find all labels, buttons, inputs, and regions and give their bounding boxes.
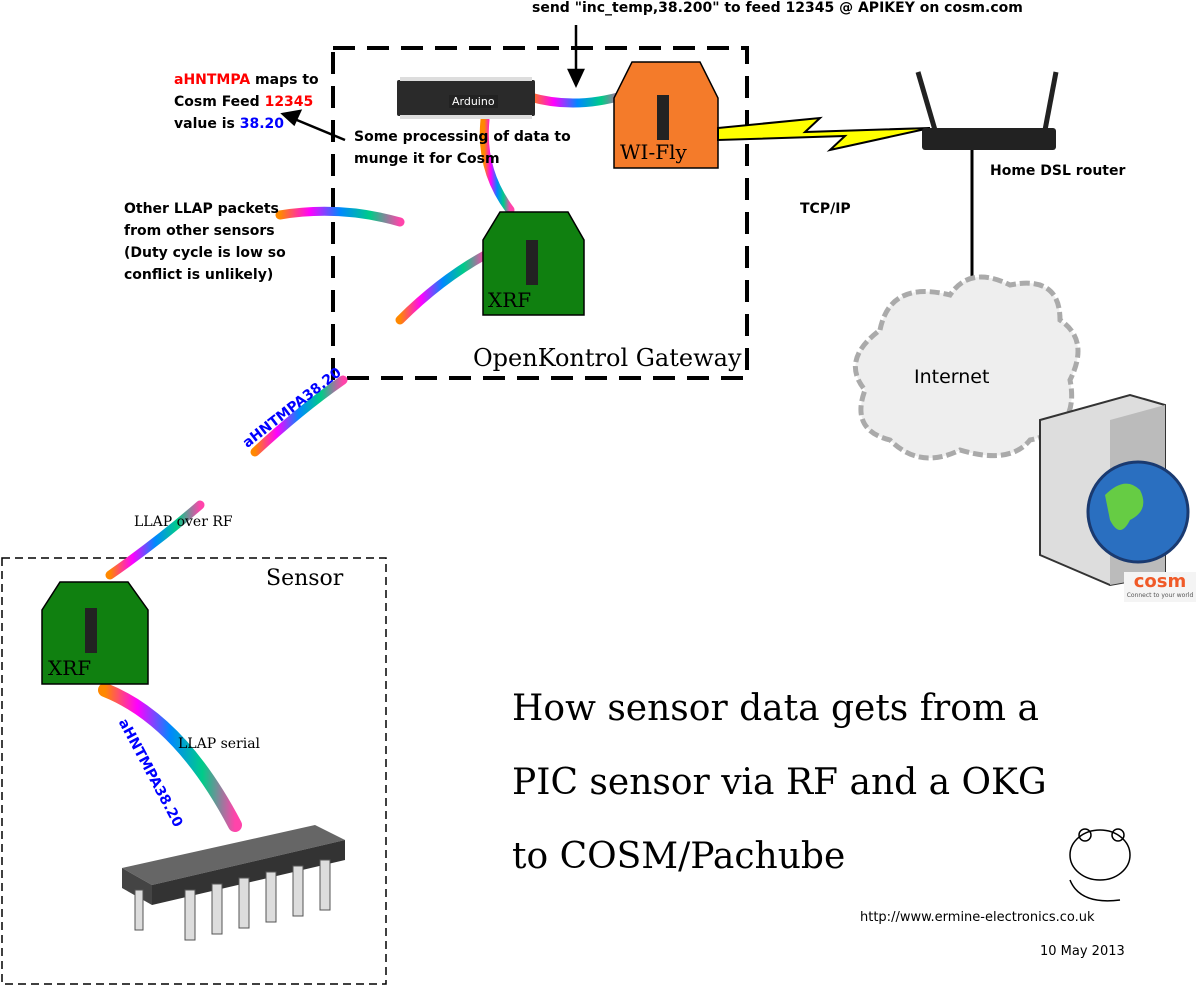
top-note: send "inc_temp,38.200" to feed 12345 @ A…: [532, 0, 1023, 16]
pic-chip: [122, 825, 345, 941]
cable-xrf-out: [395, 250, 490, 325]
website-url: http://www.ermine-electronics.co.uk: [860, 910, 1095, 925]
note-line: (Duty cycle is low so: [124, 245, 286, 261]
date: 10 May 2013: [1040, 944, 1125, 959]
llap-rf-label: LLAP over RF: [134, 514, 233, 530]
tcpip-label: TCP/IP: [800, 201, 851, 217]
cable-rf-packet: [250, 375, 348, 457]
note-line: Some processing of data to: [354, 129, 571, 145]
feed-id: 12345: [264, 94, 314, 110]
diagram-title: How sensor data gets from a PIC sensor v…: [512, 672, 1047, 894]
ermine-logo: [1069, 828, 1131, 902]
gateway-boundary: [331, 46, 749, 380]
mapping-note: aHNTMPA maps to Cosm Feed 12345 value is…: [174, 69, 319, 135]
router-icon: [915, 71, 1059, 150]
title-line: How sensor data gets from a: [512, 688, 1039, 729]
cable-other-packets: [275, 206, 405, 227]
router-label: Home DSL router: [990, 163, 1126, 179]
processing-note: Some processing of data to munge it for …: [354, 126, 571, 170]
value: 38.20: [239, 116, 285, 132]
wireless-link-icon: [717, 116, 931, 152]
other-packets-note: Other LLAP packets from other sensors (D…: [124, 198, 286, 286]
gateway-xrf-label: XRF: [488, 288, 532, 312]
title-line: to COSM/Pachube: [512, 836, 846, 877]
arduino-label: Arduino: [449, 95, 498, 108]
cable-arduino-xrf: [479, 115, 515, 215]
llap-serial-label: LLAP serial: [178, 736, 261, 752]
internet-cloud: [853, 274, 1081, 461]
mapping-text: maps to: [250, 72, 319, 88]
title-line: PIC sensor via RF and a OKG: [512, 762, 1047, 803]
mapping-text: Cosm Feed: [174, 94, 265, 110]
cosm-logo-tagline: Connect to your world: [1126, 592, 1194, 599]
cable-arduino-wifly: [525, 90, 630, 108]
sensor-label: Sensor: [266, 566, 344, 591]
note-line: munge it for Cosm: [354, 151, 500, 167]
gateway-label: OpenKontrol Gateway: [473, 344, 742, 372]
sensor-xrf-label: XRF: [48, 656, 92, 680]
note-line: from other sensors: [124, 223, 275, 239]
packet-code: aHNTMPA: [174, 72, 251, 88]
wifly-label: WI-Fly: [620, 140, 687, 164]
internet-label: Internet: [914, 366, 990, 388]
cable-llap-serial: [98, 683, 242, 832]
note-line: Other LLAP packets: [124, 201, 279, 217]
cosm-logo: cosm Connect to your world: [1124, 572, 1196, 602]
mapping-text: value is: [174, 116, 240, 132]
sensor-boundary: [1, 557, 387, 985]
server-icon: [1039, 393, 1190, 587]
cable-llap-rf: [105, 500, 205, 580]
note-line: conflict is unlikely): [124, 267, 274, 283]
cosm-logo-name: cosm: [1133, 571, 1187, 592]
